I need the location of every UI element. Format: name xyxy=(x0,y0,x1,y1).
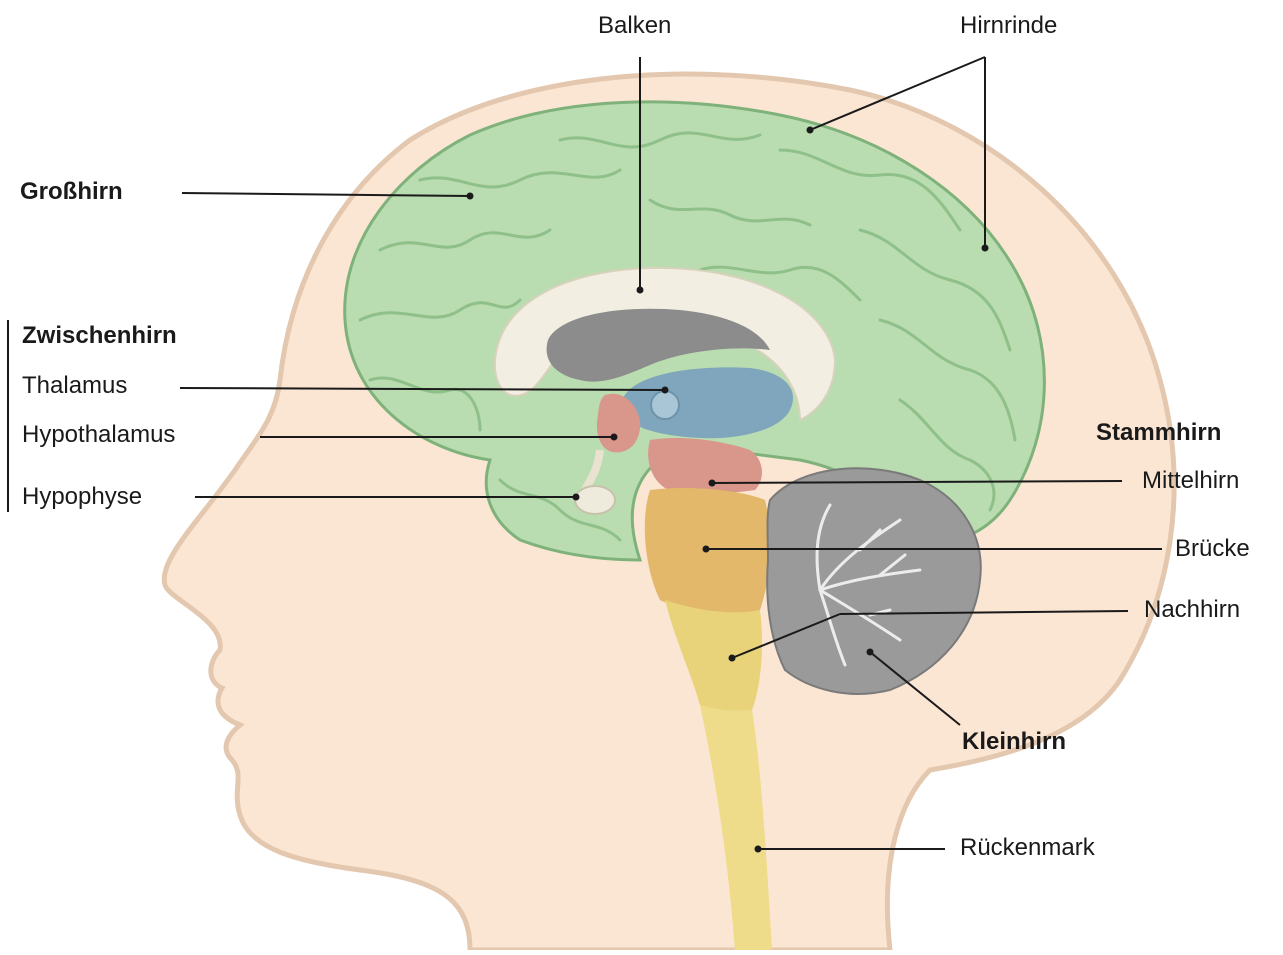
label-grosshirn: Großhirn xyxy=(20,180,123,204)
label-hirnrinde: Hirnrinde xyxy=(960,14,1057,38)
label-bruecke: Brücke xyxy=(1175,537,1250,561)
label-kleinhirn: Kleinhirn xyxy=(962,730,1066,754)
label-balken: Balken xyxy=(598,14,671,38)
pituitary-gland xyxy=(575,486,615,514)
label-hypophyse: Hypophyse xyxy=(22,485,142,509)
label-mittelhirn: Mittelhirn xyxy=(1142,469,1239,493)
thalamus-nucleus xyxy=(651,391,679,419)
label-zwischenhirn: Zwischenhirn xyxy=(22,324,177,348)
label-hypothalamus: Hypothalamus xyxy=(22,423,175,447)
label-stammhirn: Stammhirn xyxy=(1096,421,1221,445)
label-nachhirn: Nachhirn xyxy=(1144,598,1240,622)
label-thalamus: Thalamus xyxy=(22,374,127,398)
label-rueckenmark: Rückenmark xyxy=(960,836,1095,860)
